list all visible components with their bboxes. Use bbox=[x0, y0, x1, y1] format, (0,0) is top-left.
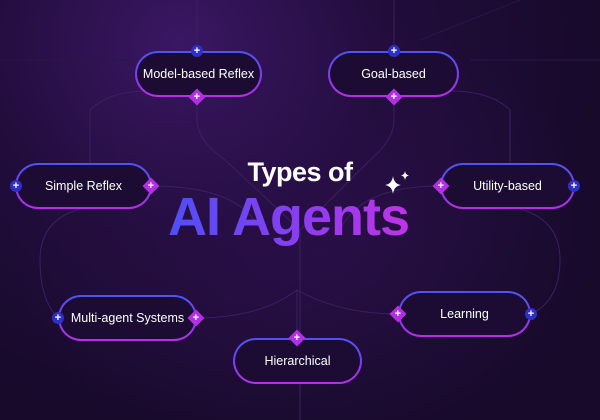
plus-icon: + bbox=[52, 312, 64, 324]
node-model-based-reflex: Model-based Reflex bbox=[135, 51, 262, 97]
node-utility-based: Utility-based bbox=[440, 163, 575, 209]
title-line-1: Types of bbox=[247, 157, 353, 187]
plus-icon: + bbox=[525, 308, 537, 320]
plus-icon: + bbox=[568, 180, 580, 192]
node-learning: Learning bbox=[398, 291, 531, 337]
node-simple-reflex: Simple Reflex bbox=[15, 163, 152, 209]
title-line-2: AI Agents bbox=[168, 187, 410, 247]
plus-icon: + bbox=[191, 45, 203, 57]
sparkle-icon bbox=[385, 171, 409, 194]
plus-icon: + bbox=[10, 180, 22, 192]
node-multi-agent-systems: Multi-agent Systems bbox=[58, 295, 197, 341]
plus-icon: + bbox=[388, 45, 400, 57]
